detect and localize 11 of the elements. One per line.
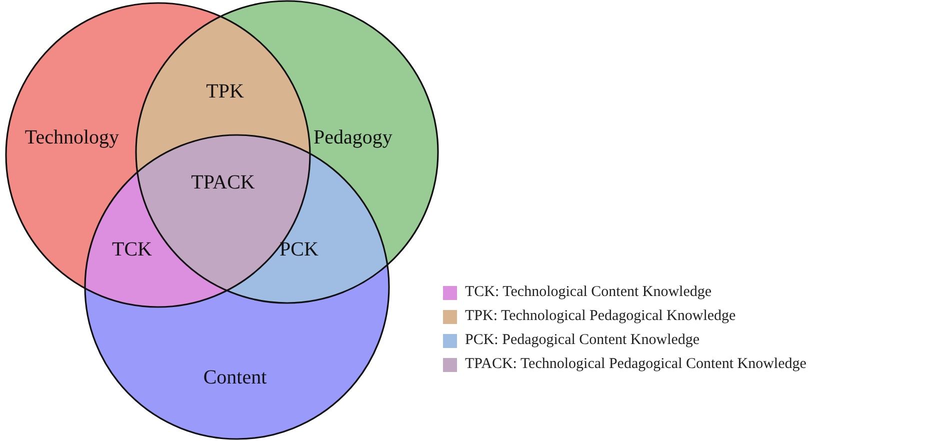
circle-label: Pedagogy — [314, 126, 392, 150]
legend-text: PCK: Pedagogical Content Knowledge — [465, 332, 700, 349]
legend-text: TCK: Technological Content Knowledge — [465, 284, 712, 301]
overlap-label: PCK — [280, 238, 318, 262]
legend-text: TPK: Technological Pedagogical Knowledge — [465, 308, 736, 325]
circle-label: Technology — [24, 126, 120, 150]
overlap-label: TCK — [112, 238, 152, 262]
overlap-label: TPK — [206, 80, 244, 104]
circle-label: Content — [203, 366, 267, 390]
legend-text: TPACK: Technological Pedagogical Content Knowledge — [465, 356, 806, 373]
overlap-label: TPACK — [191, 172, 255, 194]
